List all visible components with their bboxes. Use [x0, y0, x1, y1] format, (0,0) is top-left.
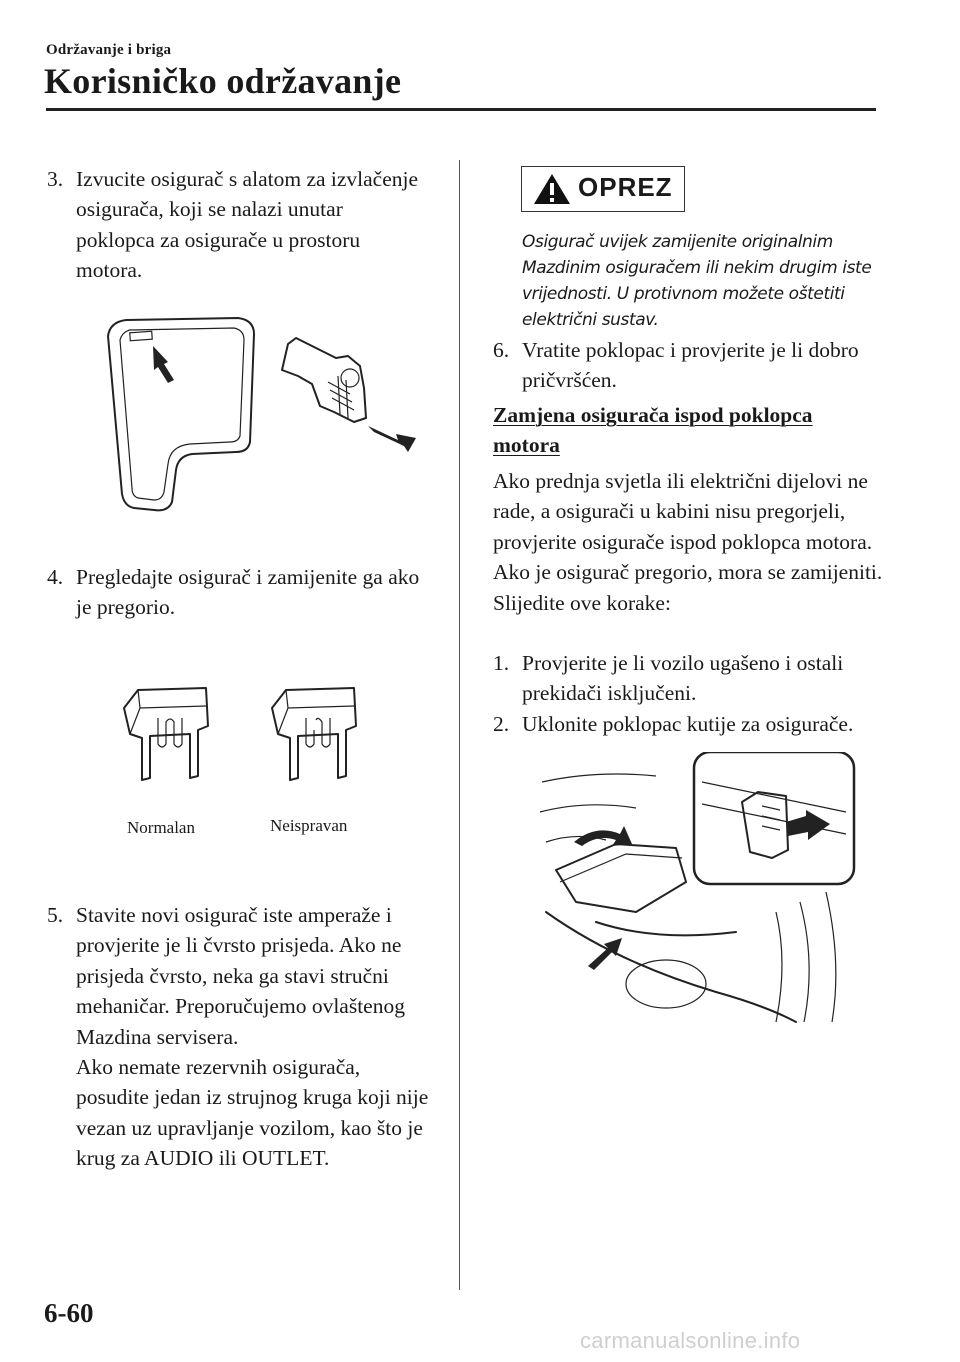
step-3-text: Izvucite osigurač s alatom za izvlačenje… — [76, 167, 419, 283]
title-rule — [46, 108, 876, 111]
step-3: 3. Izvucite osigurač s alatom za izvlače… — [47, 164, 427, 286]
step-5: 5. Stavite novi osigurač iste amperaže i… — [47, 900, 437, 1174]
caution-text: Osigurač uvijek zamijenite originalnim M… — [522, 232, 872, 330]
section-subheading: Zamjena osigurača ispod poklopca motora — [493, 400, 853, 460]
column-divider — [459, 160, 460, 1290]
fuse-box-cover-illustration — [539, 752, 856, 1023]
watermark: carmanualsonline.info — [580, 1328, 801, 1353]
step-4-text: Pregledajte osigurač i zamijenite ga ako… — [76, 565, 420, 620]
step-1-text: Provjerite je li vozilo ugašeno i ostali… — [522, 651, 844, 706]
fuse-puller-illustration — [107, 317, 416, 512]
warning-icon — [534, 174, 570, 204]
step-2-text: Uklonite poklopac kutije za osigurače. — [522, 712, 854, 736]
body-paragraph: Ako prednja svjetla ili električni dijel… — [493, 469, 883, 615]
caution-box — [521, 166, 685, 212]
fuse-normal-icon — [123, 687, 209, 781]
subheading-line-1: Zamjena osigurača ispod poklopca — [493, 403, 813, 427]
step-6: 6. Vratite poklopac i provjerite je li d… — [493, 335, 883, 396]
subheading-line-2: motora — [493, 433, 560, 457]
step-5-text-2: Ako nemate rezervnih osigurača, posudite… — [76, 1055, 429, 1171]
step-5-text: Stavite novi osigurač iste amperaže i pr… — [76, 903, 405, 1049]
fuse-faulty-caption: Neispravan — [270, 816, 348, 835]
step-5-number: 5. — [47, 903, 64, 927]
caution-label: OPREZ — [578, 172, 673, 202]
fuse-normal-caption: Normalan — [127, 818, 195, 837]
step-2: 2. Uklonite poklopac kutije za osigurače… — [493, 709, 883, 739]
fuse-faulty-icon — [271, 687, 357, 781]
step-6-text: Vratite poklopac i provjerite je li dobr… — [522, 338, 859, 393]
page-number: 6-60 — [44, 1298, 94, 1328]
step-4-number: 4. — [47, 565, 64, 589]
step-2-number: 2. — [493, 712, 510, 736]
page-title: Korisničko održavanje — [44, 61, 402, 101]
step-1-number: 1. — [493, 651, 510, 675]
step-6-number: 6. — [493, 338, 510, 362]
step-4: 4. Pregledajte osigurač i zamijenite ga … — [47, 562, 427, 623]
section-label: Održavanje i briga — [46, 42, 172, 58]
step-1: 1. Provjerite je li vozilo ugašeno i ost… — [493, 648, 883, 709]
step-3-number: 3. — [47, 167, 64, 191]
